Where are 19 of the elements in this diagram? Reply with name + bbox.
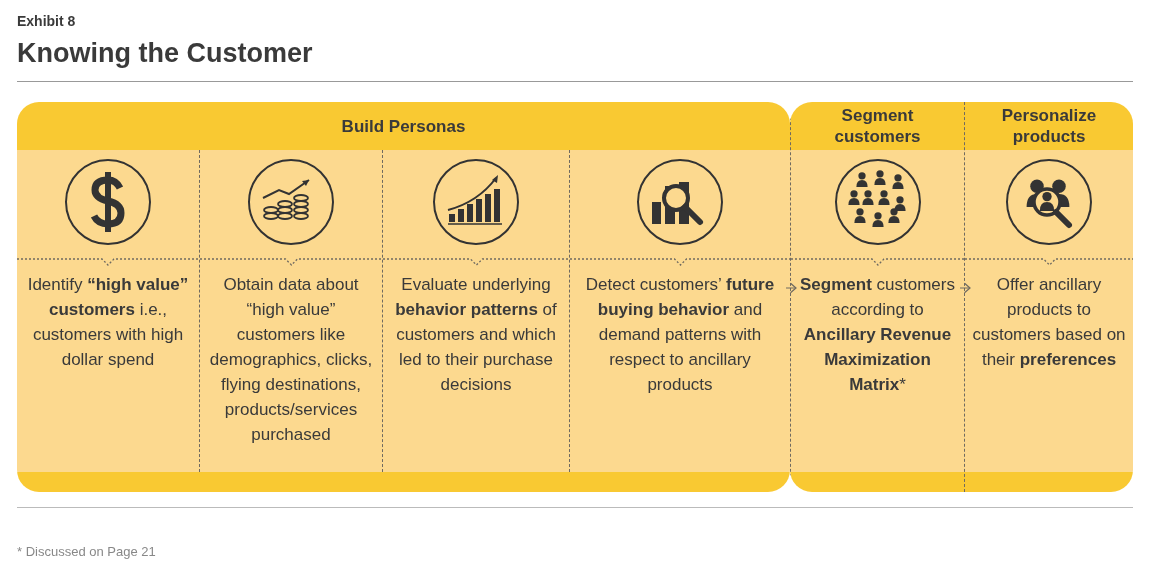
step-description: Obtain data about “high value” customers like demographics, clicks, flying destinations, products/services purchased [208, 274, 374, 446]
step-column [382, 150, 569, 472]
step-description: Identify “high value” customers i.e., customers with high dollar spend [26, 274, 190, 371]
chevron-arrow [785, 282, 797, 294]
exhibit-number: Exhibit 8 [17, 13, 76, 29]
title: Knowing the Customer [17, 38, 313, 69]
footnote: * Discussed on Page 21 [17, 544, 156, 559]
chevron-arrow [959, 282, 971, 294]
panel-heading: Build Personas [341, 115, 466, 137]
panel [17, 102, 790, 492]
step-description: Evaluate underlying behavior patterns of customers and which led to their purchase decisions [394, 274, 558, 396]
step-description: Detect customers’ future buying behavior and demand patterns with respect to ancillary products [584, 274, 776, 396]
step-column [199, 150, 382, 472]
panel [790, 102, 1133, 492]
step-description: Offer ancillary products to customers based on their preferences [971, 274, 1127, 371]
step-description: Segment customers according to Ancillary Revenue Maximization Matrix* [799, 274, 956, 396]
column-heading: Segment customers [833, 105, 922, 147]
column-heading: Personalize products [1000, 105, 1098, 147]
step-column [964, 102, 1133, 492]
